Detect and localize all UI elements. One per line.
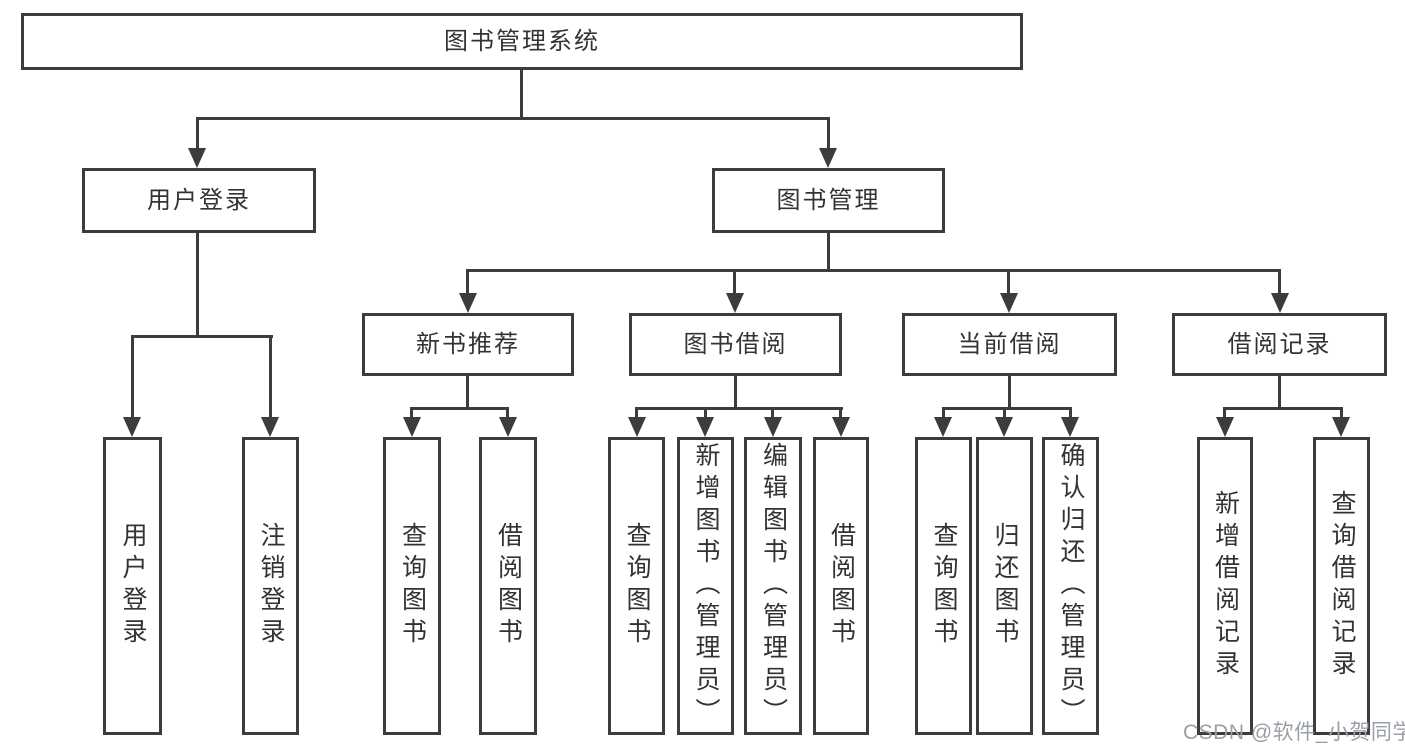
arrowhead-icon (628, 417, 646, 437)
leaf-add-borrow-record-label: 新增借阅记录 (1211, 490, 1240, 682)
arrowhead-icon (696, 417, 714, 437)
connector-line (466, 269, 1281, 272)
connector-line (827, 233, 830, 272)
connector-line (1007, 269, 1010, 295)
node-root-library-system: 图书管理系统 (21, 13, 1023, 70)
connector-line (839, 407, 842, 419)
connector-line (131, 335, 273, 338)
leaf-confirm-return-admin: 确认归还（管理员） (1042, 437, 1099, 735)
leaf-logout-label: 注销登录 (257, 522, 285, 650)
arrowhead-icon (188, 148, 206, 168)
leaf-confirm-return-admin-label: 确认归还（管理员） (1057, 442, 1085, 730)
connector-line (520, 70, 523, 119)
arrowhead-icon (832, 417, 850, 437)
leaf-borrow-books-label: 借阅图书 (827, 522, 856, 650)
connector-line (733, 269, 736, 295)
node-user-login: 用户登录 (82, 168, 316, 233)
connector-line (1223, 407, 1343, 410)
node-current-borrow-label: 当前借阅 (957, 330, 1062, 358)
connector-line (466, 376, 469, 410)
leaf-borrow-books: 借阅图书 (813, 437, 869, 735)
leaf-edit-books-admin: 编辑图书（管理员） (744, 437, 802, 735)
connector-line (131, 335, 134, 419)
connector-line (466, 269, 469, 295)
leaf-add-books-admin-label: 新增图书（管理员） (692, 442, 720, 730)
connector-line (1278, 269, 1281, 295)
connector-line (196, 117, 830, 120)
leaf-query-borrow-record: 查询借阅记录 (1313, 437, 1370, 735)
leaf-query-books-recommend: 查询图书 (383, 437, 441, 735)
arrowhead-icon (934, 417, 952, 437)
arrowhead-icon (764, 417, 782, 437)
arrowhead-icon (459, 293, 477, 313)
leaf-borrow-books-recommend: 借阅图书 (479, 437, 537, 735)
connector-line (635, 407, 843, 410)
arrowhead-icon (123, 417, 141, 437)
leaf-edit-books-admin-label: 编辑图书（管理员） (759, 442, 788, 730)
connector-line (196, 233, 199, 337)
leaf-user-login: 用户登录 (103, 437, 162, 735)
node-book-management-label: 图书管理 (776, 186, 881, 214)
leaf-return-books-label: 归还图书 (991, 522, 1019, 650)
connector-line (410, 407, 509, 410)
node-book-borrow: 图书借阅 (629, 313, 842, 376)
connector-line (771, 407, 774, 419)
node-borrow-records: 借阅记录 (1172, 313, 1387, 376)
arrowhead-icon (995, 417, 1013, 437)
leaf-query-books-borrow-label: 查询图书 (623, 522, 651, 650)
node-root-label: 图书管理系统 (444, 27, 600, 55)
node-user-login-label: 用户登录 (147, 186, 251, 214)
csdn-watermark: CSDN @软件_小贺同学 (1183, 721, 1405, 744)
arrowhead-icon (1061, 417, 1079, 437)
leaf-add-books-admin: 新增图书（管理员） (677, 437, 734, 735)
leaf-logout: 注销登录 (242, 437, 299, 735)
leaf-user-login-label: 用户登录 (119, 522, 147, 650)
leaf-add-borrow-record: 新增借阅记录 (1197, 437, 1253, 735)
connector-line (704, 407, 707, 419)
arrowhead-icon (726, 293, 744, 313)
connector-line (269, 335, 272, 419)
leaf-borrow-books-recommend-label: 借阅图书 (494, 522, 523, 650)
node-book-borrow-label: 图书借阅 (683, 330, 788, 358)
connector-line (827, 117, 830, 150)
connector-line (734, 376, 737, 410)
connector-line (1003, 407, 1006, 419)
arrowhead-icon (1216, 417, 1234, 437)
node-new-book-recommend: 新书推荐 (362, 313, 574, 376)
node-book-management: 图书管理 (712, 168, 945, 233)
leaf-query-borrow-record-label: 查询借阅记录 (1328, 490, 1356, 682)
arrowhead-icon (403, 417, 421, 437)
arrowhead-icon (1332, 417, 1350, 437)
connector-line (942, 407, 945, 419)
leaf-query-books-current-label: 查询图书 (930, 522, 958, 650)
connector-line (410, 407, 413, 419)
connector-line (1069, 407, 1072, 419)
connector-line (506, 407, 509, 419)
node-borrow-records-label: 借阅记录 (1227, 330, 1332, 358)
connector-line (942, 407, 1072, 410)
connector-line (1008, 376, 1011, 410)
leaf-query-books-current: 查询图书 (915, 437, 972, 735)
connector-line (1340, 407, 1343, 419)
arrowhead-icon (261, 417, 279, 437)
connector-line (635, 407, 638, 419)
connector-line (196, 117, 199, 150)
arrowhead-icon (499, 417, 517, 437)
arrowhead-icon (1000, 293, 1018, 313)
leaf-query-books-recommend-label: 查询图书 (398, 522, 427, 650)
arrowhead-icon (819, 148, 837, 168)
leaf-return-books: 归还图书 (976, 437, 1033, 735)
node-current-borrow: 当前借阅 (902, 313, 1117, 376)
connector-line (1223, 407, 1226, 419)
leaf-query-books-borrow: 查询图书 (608, 437, 665, 735)
connector-line (1278, 376, 1281, 410)
arrowhead-icon (1271, 293, 1289, 313)
node-new-book-recommend-label: 新书推荐 (416, 330, 520, 358)
